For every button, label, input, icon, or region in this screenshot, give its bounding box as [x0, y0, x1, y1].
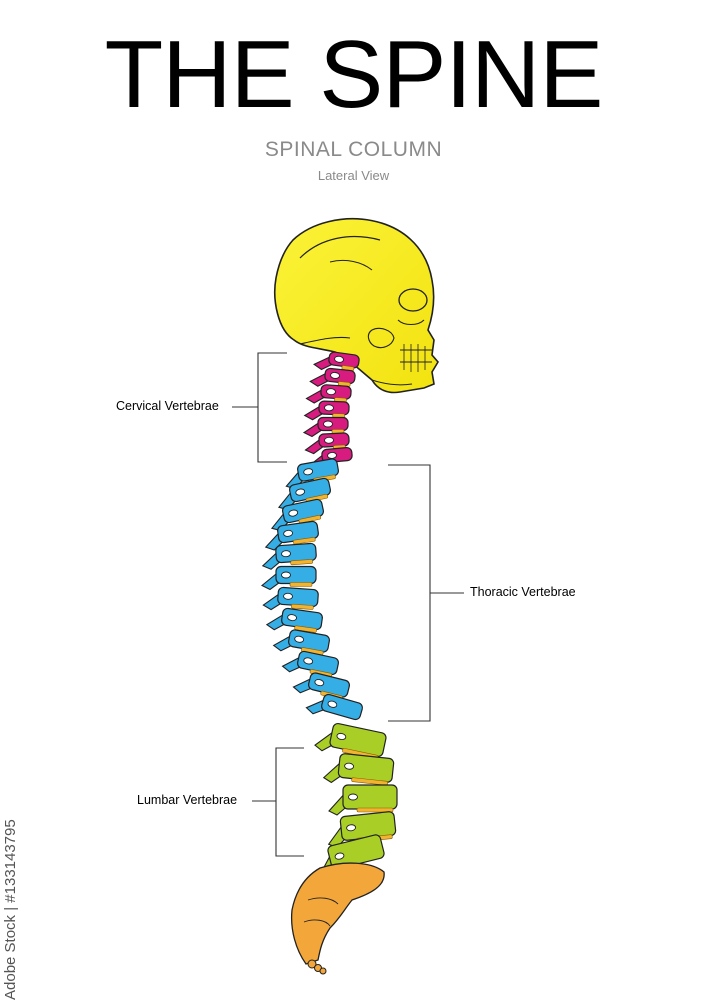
- lumbar-vertebrae: [314, 722, 398, 879]
- thoracic-vertebra-2: [277, 477, 331, 511]
- thoracic-bracket: [388, 464, 464, 722]
- cervical-vertebra-5: [302, 416, 349, 438]
- skull: [274, 218, 439, 394]
- lumbar-vertebra-1: [314, 722, 387, 760]
- cervical-vertebrae: [302, 351, 360, 470]
- thoracic-vertebra-5: [261, 542, 317, 570]
- page-subtitle: SPINAL COLUMN: [264, 138, 443, 161]
- lumbar-vertebra-3: [328, 784, 398, 816]
- lumbar-bracket: [252, 747, 304, 857]
- cervical-label: Cervical Vertebrae: [116, 399, 219, 413]
- thoracic-vertebra-4: [264, 520, 319, 551]
- thoracic-vertebra-8: [265, 607, 323, 633]
- thoracic-vertebra-7: [262, 586, 319, 611]
- thoracic-vertebrae: [260, 458, 363, 721]
- thoracic-vertebra-3: [270, 498, 324, 532]
- thoracic-vertebra-10: [281, 650, 339, 678]
- thoracic-vertebra-6: [260, 565, 317, 591]
- thoracic-vertebra-12: [305, 693, 363, 721]
- cervical-vertebra-4: [303, 400, 350, 421]
- stock-credit: Adobe Stock | #133143795: [2, 819, 19, 1000]
- thoracic-label: Thoracic Vertebrae: [470, 585, 576, 599]
- sacrum-coccyx: [290, 862, 385, 975]
- page-title: THE SPINE: [104, 21, 604, 128]
- cervical-vertebra-1: [312, 351, 360, 372]
- lumbar-label: Lumbar Vertebrae: [137, 793, 238, 807]
- cervical-vertebra-2: [309, 367, 356, 387]
- cervical-bracket: [232, 352, 287, 463]
- view-caption: Lateral View: [317, 168, 390, 183]
- lumbar-vertebra-2: [322, 753, 395, 786]
- cervical-vertebra-3: [305, 384, 352, 404]
- thoracic-vertebra-9: [272, 629, 330, 656]
